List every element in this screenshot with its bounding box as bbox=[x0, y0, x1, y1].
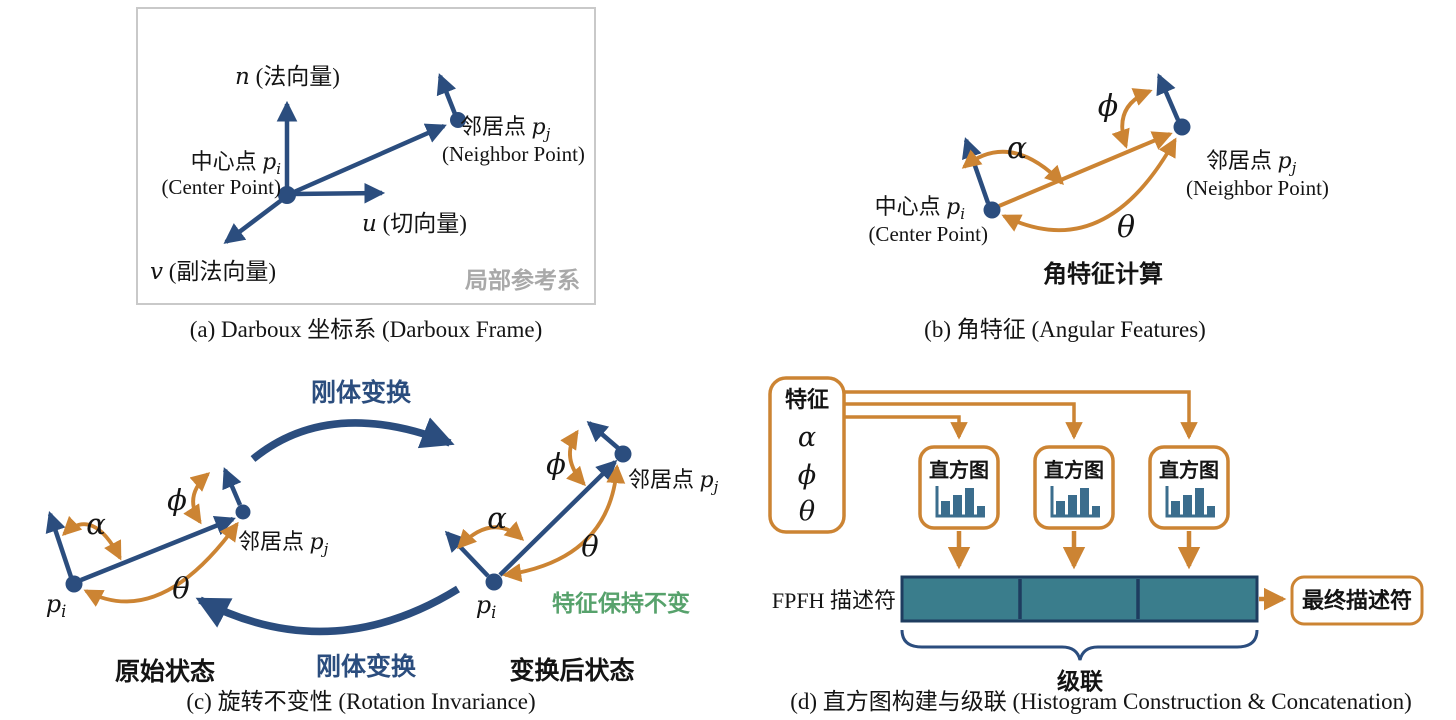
invariance-note: 特征保持不变 bbox=[552, 590, 690, 616]
theta-arc bbox=[1001, 137, 1177, 232]
histogram-box-1: 直方图 bbox=[918, 445, 1000, 530]
center-point-dot bbox=[983, 201, 1001, 219]
alpha-label: α bbox=[487, 501, 507, 535]
feature-box bbox=[768, 376, 846, 534]
pi-dot bbox=[65, 575, 83, 593]
binormal-v-arrow bbox=[223, 197, 285, 244]
neighbor-point-label-zh: 邻居点 pj bbox=[1206, 148, 1297, 177]
phi-label: ϕ bbox=[546, 447, 566, 481]
v-axis-label: v (副法向量) bbox=[150, 259, 276, 285]
fpfh-descriptor-bar bbox=[900, 575, 1259, 623]
u-axis-label: u (切向量) bbox=[362, 211, 467, 237]
feature-to-hist3-connector bbox=[845, 390, 1198, 440]
transformed-state-group: α ϕ θ pi 邻居点 pj 特征保持不变 变换后状态 bbox=[444, 420, 719, 685]
neighbor-point-dot bbox=[450, 112, 466, 128]
local-reference-frame-box bbox=[136, 7, 596, 305]
feature-alpha: α bbox=[798, 422, 816, 453]
center-point-dot bbox=[278, 186, 296, 204]
pj-dot bbox=[614, 445, 632, 463]
tangent-u-arrow bbox=[291, 182, 386, 204]
local-frame-watermark: 局部参考系 bbox=[465, 267, 580, 293]
rigid-transform-arrow-bottom bbox=[195, 585, 460, 636]
histogram-box-label: 直方图 bbox=[929, 458, 989, 482]
theta-arc bbox=[83, 521, 239, 607]
panel-c-rotation-invariance: 刚体变换 刚体变换 α ϕ θ pi 邻居点 pj 原始状态 bbox=[46, 378, 719, 714]
phi-label: ϕ bbox=[1098, 89, 1118, 124]
theta-label: θ bbox=[1117, 210, 1135, 245]
feature-theta: θ bbox=[799, 496, 815, 527]
pi-normal-arrow bbox=[45, 511, 74, 578]
panel-b-subtitle: 角特征计算 bbox=[1043, 260, 1163, 288]
panel-a-caption: (a) Darboux 坐标系 (Darboux Frame) bbox=[190, 317, 543, 342]
concatenation-brace bbox=[900, 629, 1259, 661]
final-descriptor-label: 最终描述符 bbox=[1302, 588, 1412, 613]
original-state-label: 原始状态 bbox=[115, 658, 215, 686]
panel-a-darboux-frame: n (法向量) u (切向量) v (副法向量) 中心点 pi (Center … bbox=[136, 7, 596, 342]
phi-arc bbox=[1111, 88, 1153, 149]
n-axis-label: n (法向量) bbox=[235, 64, 340, 90]
panel-c-caption: (c) 旋转不变性 (Rotation Invariance) bbox=[186, 689, 535, 714]
histogram-icon bbox=[1165, 486, 1215, 518]
descriptor-bar bbox=[900, 575, 1259, 623]
neighbor-point-label-en: (Neighbor Point) bbox=[1186, 176, 1329, 200]
rigid-transform-label-bottom: 刚体变换 bbox=[316, 652, 417, 681]
neighbor-normal-arrow bbox=[436, 73, 458, 115]
neighbor-point-label-zh: 邻居点 pj bbox=[460, 114, 551, 143]
panel-b-caption: (b) 角特征 (Angular Features) bbox=[924, 317, 1206, 342]
pi-label: pi bbox=[476, 591, 497, 622]
center-point-label-en: (Center Point) bbox=[161, 175, 281, 199]
transformed-state-label: 变换后状态 bbox=[509, 656, 634, 685]
theta-label: θ bbox=[172, 571, 189, 605]
alpha-label: α bbox=[1007, 131, 1027, 166]
neighbor-point-label-en: (Neighbor Point) bbox=[442, 142, 585, 166]
concatenation-label: 级联 bbox=[1057, 668, 1103, 694]
histogram-icon bbox=[1050, 486, 1100, 518]
histogram-icon bbox=[935, 486, 985, 518]
neighbor-point-dot bbox=[1173, 118, 1191, 136]
panel-d-histogram-concatenation: 特征 α ϕ θ 直方图 直方图 bbox=[768, 376, 1424, 714]
original-state-group: α ϕ θ pi 邻居点 pj 原始状态 bbox=[45, 467, 329, 686]
pj-label: 邻居点 pj bbox=[628, 467, 719, 496]
rigid-transform-arrow-top bbox=[250, 417, 455, 462]
neighbor-normal-arrow bbox=[1156, 73, 1181, 121]
histogram-box-label: 直方图 bbox=[1044, 458, 1104, 482]
panel-d-caption: (d) 直方图构建与级联 (Histogram Construction & C… bbox=[790, 689, 1412, 714]
theta-arc bbox=[502, 464, 626, 583]
center-point-label-zh: 中心点 pi bbox=[875, 194, 966, 223]
theta-label: θ bbox=[581, 529, 598, 563]
pi-label: pi bbox=[46, 590, 67, 621]
feature-phi: ϕ bbox=[798, 460, 816, 491]
pi-dot bbox=[485, 573, 503, 591]
center-point-label-zh: 中心点 pi bbox=[191, 149, 282, 178]
histogram-box-label: 直方图 bbox=[1159, 458, 1219, 482]
center-normal-arrow bbox=[962, 137, 991, 204]
pj-normal-arrow bbox=[586, 420, 620, 450]
pj-normal-arrow bbox=[222, 467, 243, 506]
center-to-neighbor-arrow bbox=[293, 123, 447, 195]
pj-label: 邻居点 pj bbox=[238, 529, 329, 558]
alpha-label: α bbox=[86, 507, 106, 541]
pi-normal-arrow bbox=[444, 530, 490, 578]
phi-arc bbox=[560, 429, 586, 487]
pj-dot bbox=[235, 504, 251, 520]
fpfh-descriptor-label: FPFH 描述符 bbox=[772, 588, 896, 613]
final-descriptor-box bbox=[1290, 575, 1424, 626]
rigid-transform-label-top: 刚体变换 bbox=[311, 378, 412, 407]
feature-to-hist1-connector bbox=[845, 415, 968, 440]
panel-b-angular-features: α ϕ θ 中心点 pi (Center Point) 邻居点 pj (Neig… bbox=[868, 73, 1329, 342]
phi-label: ϕ bbox=[167, 483, 187, 517]
center-point-label-en: (Center Point) bbox=[868, 222, 988, 246]
phi-arc bbox=[183, 472, 211, 525]
feature-to-hist2-connector bbox=[845, 402, 1083, 440]
histogram-box-3: 直方图 bbox=[1148, 445, 1230, 530]
feature-box-title: 特征 bbox=[785, 387, 829, 412]
histogram-box-2: 直方图 bbox=[1033, 445, 1115, 530]
